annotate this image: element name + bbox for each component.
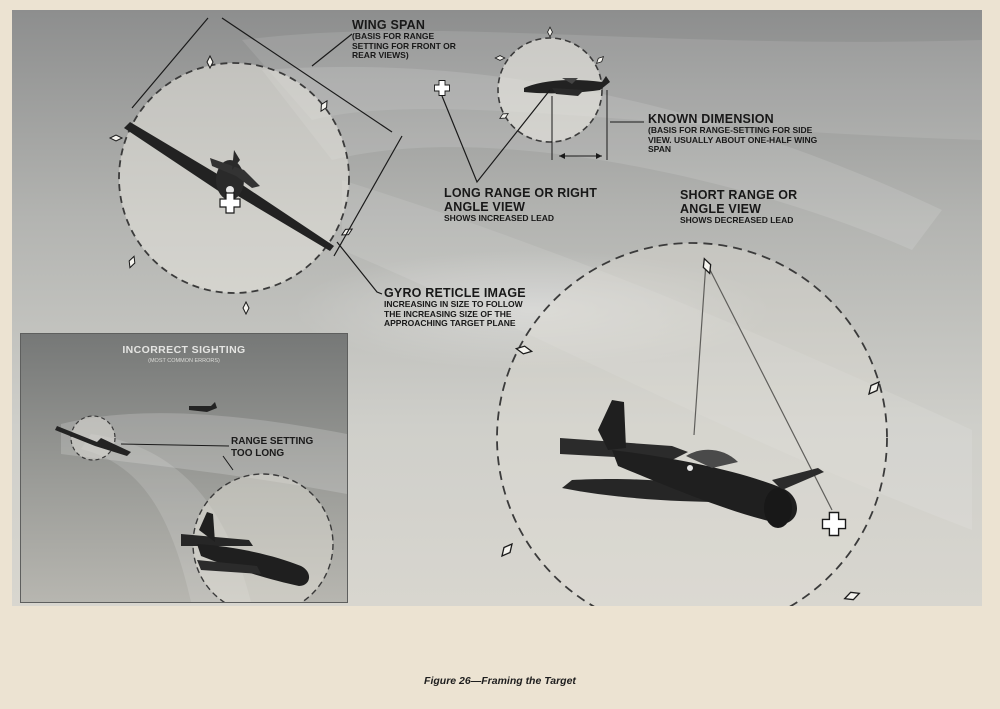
- short-range-title: SHORT RANGE OR ANGLE VIEW: [680, 188, 798, 216]
- known-dimension-title: KNOWN DIMENSION: [648, 112, 774, 126]
- airplane-icon: [560, 400, 824, 528]
- wing-span-title: WING SPAN: [352, 18, 426, 32]
- long-range-title: LONG RANGE OR RIGHT ANGLE VIEW: [444, 186, 598, 214]
- gyro-reticle-note: INCREASING IN SIZE TO FOLLOW THE INCREAS…: [384, 299, 523, 329]
- gyro-reticle-title: GYRO RETICLE IMAGE: [384, 286, 526, 300]
- figure-caption: Figure 26—Framing the Target: [424, 675, 576, 687]
- range-setting-label: RANGE SETTING TOO LONG: [231, 436, 314, 459]
- inset-subtitle: (MOST COMMON ERRORS): [148, 358, 220, 364]
- inset-title: INCORRECT SIGHTING: [122, 344, 246, 356]
- wing-span-label: WING SPAN (BASIS FOR RANGE SETTING FOR F…: [352, 18, 472, 61]
- airplane-icon: [124, 122, 334, 251]
- known-dimension-label: KNOWN DIMENSION (BASIS FOR RANGE-SETTING…: [648, 112, 818, 155]
- short-range-note: SHOWS DECREASED LEAD: [680, 215, 794, 225]
- known-dimension-note: (BASIS FOR RANGE-SETTING FOR SIDE VIEW. …: [648, 125, 818, 155]
- long-range-note: SHOWS INCREASED LEAD: [444, 213, 555, 223]
- diagram-art: [109, 17, 982, 606]
- gyro-reticle-label: GYRO RETICLE IMAGE INCREASING IN SIZE TO…: [384, 286, 526, 329]
- wing-span-note: (BASIS FOR RANGE SETTING FOR FRONT OR RE…: [352, 31, 456, 61]
- inset-art: [55, 402, 347, 602]
- figure-illustration: WING SPAN (BASIS FOR RANGE SETTING FOR F…: [12, 10, 982, 606]
- long-range-label: LONG RANGE OR RIGHT ANGLE VIEW SHOWS INC…: [444, 186, 604, 224]
- short-range-label: SHORT RANGE OR ANGLE VIEW SHOWS DECREASE…: [680, 188, 820, 226]
- airplane-icon: [524, 76, 610, 96]
- incorrect-sighting-inset: INCORRECT SIGHTING (MOST COMMON ERRORS) …: [20, 333, 348, 603]
